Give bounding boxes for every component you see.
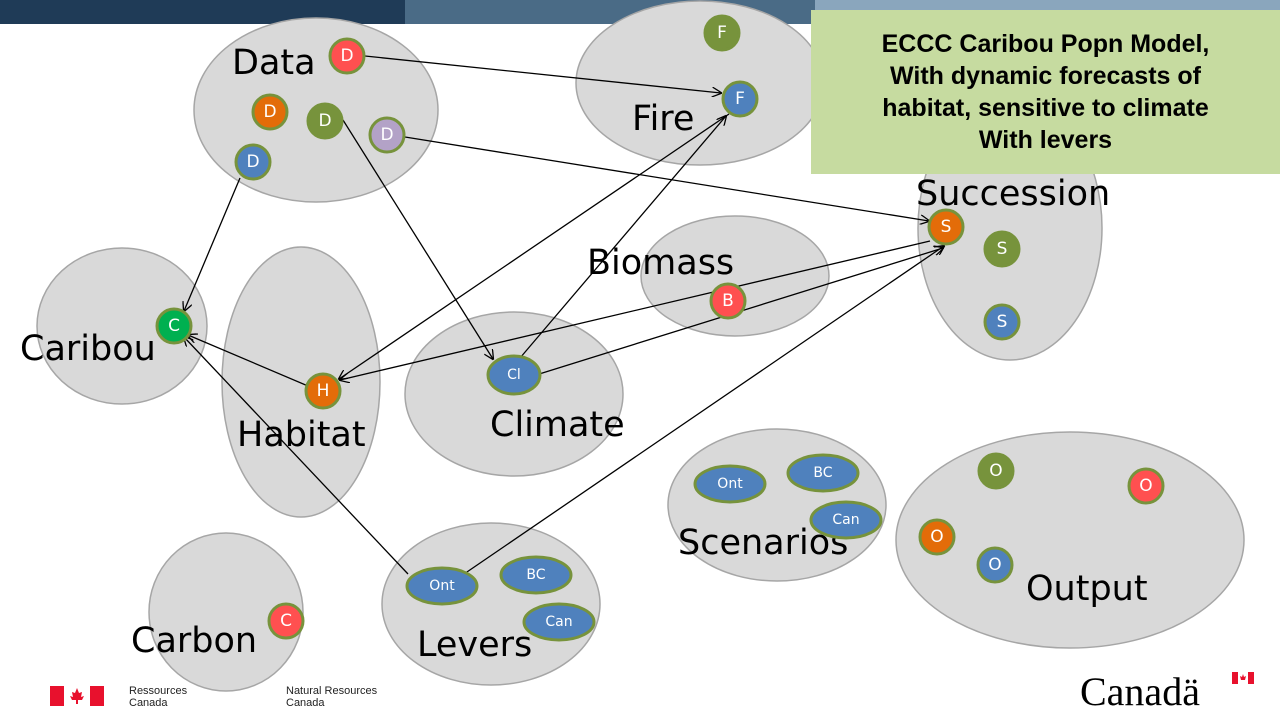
climate-node-blue: Cl <box>486 354 542 396</box>
fire-node-green: F <box>703 14 741 52</box>
levers-label: Levers <box>417 625 532 665</box>
arrow-levers-to-succession <box>463 246 944 575</box>
department-name-french: Ressources Canada <box>129 685 187 709</box>
output-label: Output <box>1026 569 1148 609</box>
svg-text:F: F <box>717 23 727 43</box>
levers-node-can: Can <box>522 602 596 642</box>
nodes: D D D D D F F S <box>155 14 1165 642</box>
svg-text:C: C <box>280 611 292 631</box>
title-line: ECCC Caribou Popn Model, <box>881 30 1210 58</box>
svg-text:Cl: Cl <box>507 367 521 383</box>
scenarios-node-can: Can <box>809 500 883 540</box>
caribou-group <box>36 247 208 405</box>
fire-label: Fire <box>632 99 694 139</box>
department-name-english: Natural Resources Canada <box>286 685 377 709</box>
succession-label: Succession <box>916 174 1110 214</box>
dept-fr-line: Ressources <box>129 685 188 697</box>
habitat-node-orange: H <box>304 372 342 410</box>
scenarios-node-ont: Ont <box>693 464 767 504</box>
svg-text:O: O <box>930 527 943 547</box>
canada-wordmark: Canadä <box>1080 669 1200 714</box>
svg-text:BC: BC <box>526 567 545 583</box>
dept-en-line: Canada <box>286 697 325 709</box>
svg-text:S: S <box>941 217 952 237</box>
svg-text:O: O <box>989 461 1002 481</box>
arrows <box>184 55 944 575</box>
output-node-blue: O <box>976 546 1014 584</box>
dept-fr-line: Canada <box>129 697 168 709</box>
svg-text:D: D <box>380 125 393 145</box>
title-line: habitat, sensitive to climate <box>882 94 1209 122</box>
svg-text:Ont: Ont <box>429 578 455 594</box>
data-node-green: D <box>306 102 344 140</box>
svg-text:BC: BC <box>813 465 832 481</box>
fire-node-blue: F <box>721 80 759 118</box>
svg-text:S: S <box>997 239 1008 259</box>
arrow-succession-to-habitat <box>340 240 931 380</box>
dept-en-line: Natural Resources <box>286 685 378 697</box>
arrow-data-to-caribou <box>184 177 241 311</box>
svg-text:S: S <box>997 312 1008 332</box>
svg-text:Can: Can <box>545 614 572 630</box>
svg-text:Ont: Ont <box>717 476 743 492</box>
biomass-group <box>640 215 830 337</box>
svg-text:O: O <box>1139 476 1152 496</box>
data-node-blue: D <box>234 143 272 181</box>
succession-node-blue: S <box>983 303 1021 341</box>
svg-text:D: D <box>340 46 353 66</box>
svg-text:B: B <box>722 291 734 311</box>
levers-node-bc: BC <box>499 555 573 595</box>
group-labels: Data Fire Succession Biomass Caribou Hab… <box>20 43 1148 665</box>
svg-text:F: F <box>735 89 745 109</box>
title-box: ECCC Caribou Popn Model, With dynamic fo… <box>811 10 1280 174</box>
carbon-label: Carbon <box>131 621 257 661</box>
levers-node-ont: Ont <box>405 566 479 606</box>
carbon-group <box>148 532 304 692</box>
habitat-group <box>221 246 381 518</box>
succession-node-green: S <box>983 230 1021 268</box>
carbon-node-red: C <box>267 602 305 640</box>
arrow-climate-to-fire <box>519 116 726 359</box>
svg-text:D: D <box>318 111 331 131</box>
diagram-title: ECCC Caribou Popn Model, With dynamic fo… <box>882 28 1210 156</box>
svg-text:O: O <box>988 555 1001 575</box>
svg-text:D: D <box>263 102 276 122</box>
arrow-levers-to-caribou <box>184 337 409 575</box>
arrow-fire-to-habitat <box>339 113 730 379</box>
climate-label: Climate <box>490 405 625 445</box>
data-label: Data <box>232 43 316 83</box>
data-node-red: D <box>328 37 366 75</box>
caribou-label: Caribou <box>20 329 156 369</box>
svg-text:C: C <box>168 316 180 336</box>
arrow-habitat-to-caribou <box>188 335 309 387</box>
output-node-green: O <box>977 452 1015 490</box>
title-line: With levers <box>978 126 1113 154</box>
title-line: With dynamic forecasts of <box>890 62 1201 90</box>
scenarios-node-bc: BC <box>786 453 860 493</box>
svg-text:D: D <box>246 152 259 172</box>
succession-node-orange: S <box>927 208 965 246</box>
arrow-data-to-climate <box>342 119 493 359</box>
biomass-node-red: B <box>709 282 747 320</box>
canada-flag-icon <box>50 686 104 706</box>
arrow-data-to-succession <box>404 136 929 221</box>
habitat-label: Habitat <box>237 415 366 455</box>
svg-text:H: H <box>317 381 330 401</box>
caribou-node-green: C <box>155 307 193 345</box>
data-node-purple: D <box>368 116 406 154</box>
output-node-orange: O <box>918 518 956 556</box>
wordmark-flag-icon <box>1232 672 1254 684</box>
biomass-label: Biomass <box>587 243 734 283</box>
svg-text:Can: Can <box>832 512 859 528</box>
arrow-data-to-fire <box>364 55 721 93</box>
data-node-orange: D <box>251 93 289 131</box>
output-node-red: O <box>1127 467 1165 505</box>
fire-group <box>575 0 825 166</box>
